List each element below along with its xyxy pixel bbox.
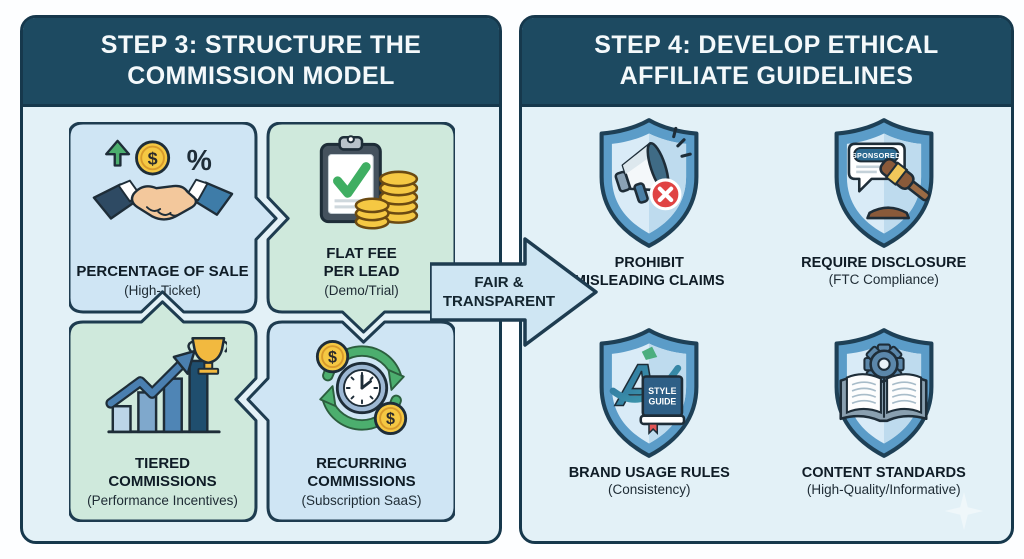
step3-panel: STEP 3: STRUCTURE THE COMMISSION MODEL $…: [20, 15, 502, 544]
handshake-growth-commission-icon: $ %: [92, 140, 233, 222]
svg-text:$: $: [147, 149, 157, 169]
shield-label: BRAND USAGE RULES: [568, 465, 730, 481]
step3-header: STEP 3: STRUCTURE THE COMMISSION MODEL: [23, 18, 499, 107]
shield-label: PROHIBIT MISLEADING CLAIMS: [573, 255, 725, 290]
tiered-bars-trophy-icon: [104, 337, 227, 434]
step4-title: STEP 4: DEVELOP ETHICAL AFFILIATE GUIDEL…: [594, 30, 939, 91]
piece-label: RECURRING COMMISSIONS: [307, 454, 416, 490]
svg-text:SPONSORED: SPONSORED: [852, 151, 901, 160]
right-arrow-shape: [430, 237, 598, 347]
piece-label: TIERED COMMISSIONS: [108, 454, 217, 490]
shield-label: CONTENT STANDARDS: [801, 465, 966, 481]
sparkle-icon: [945, 492, 983, 530]
fair-transparent-arrow: FAIR & TRANSPARENT: [430, 236, 600, 348]
shield-brand-style-guide-icon: A STYLE GUIDE: [599, 328, 699, 458]
svg-text:%: %: [186, 146, 211, 178]
shield-sponsored-gavel-icon: SPONSORED: [834, 118, 934, 248]
shield-label: REQUIRE DISCLOSURE: [801, 255, 967, 271]
svg-text:$: $: [328, 349, 337, 367]
svg-text:GUIDE: GUIDE: [649, 396, 677, 406]
svg-text:$: $: [386, 410, 395, 428]
shield-megaphone-prohibit-icon: [599, 118, 699, 248]
step3-title: STEP 3: STRUCTURE THE COMMISSION MODEL: [100, 30, 422, 91]
shield-sublabel: (FTC Compliance): [828, 272, 939, 288]
svg-text:STYLE: STYLE: [649, 386, 677, 396]
piece-tiered-commissions: TIERED COMMISSIONS (Performance Incentiv…: [69, 322, 256, 522]
guideline-brand-usage-rules: A STYLE GUIDE BRAND USAGE RULES (Consist…: [569, 325, 730, 535]
clipboard-check-coins-icon: [319, 135, 418, 230]
step4-panel: STEP 4: DEVELOP ETHICAL AFFILIATE GUIDEL…: [519, 15, 1014, 544]
piece-percentage-of-sale: $ % PERCENTAGE OF SALE (High-Ticket): [69, 122, 256, 312]
step4-header: STEP 4: DEVELOP ETHICAL AFFILIATE GUIDEL…: [522, 18, 1011, 107]
piece-flat-fee-per-lead: FLAT FEE PER LEAD (Demo/Trial): [268, 122, 455, 312]
piece-sublabel: (Subscription SaaS): [301, 493, 422, 509]
guideline-prohibit-misleading-claims: PROHIBIT MISLEADING CLAIMS: [569, 115, 729, 325]
shield-sublabel: (High-Quality/Informative): [806, 482, 961, 498]
piece-recurring-commissions: $ $ RECURRING COMMISSIONS (Subscription …: [268, 322, 455, 522]
shield-sublabel: (Consistency): [607, 482, 691, 498]
piece-sublabel: (Performance Incentives): [87, 493, 238, 509]
guideline-require-disclosure: SPONSORED REQUIRE DISCLOSURE (FTC Compli…: [801, 115, 966, 325]
piece-label: PERCENTAGE OF SALE: [76, 262, 249, 280]
shield-book-gear-icon: [834, 328, 934, 458]
recurring-clock-coins-icon: $ $: [315, 340, 407, 436]
piece-label: FLAT FEE PER LEAD: [323, 244, 400, 280]
piece-sublabel: (Demo/Trial): [324, 283, 399, 299]
arrow-label: FAIR & TRANSPARENT: [442, 273, 556, 311]
guideline-content-standards: CONTENT STANDARDS (High-Quality/Informat…: [802, 325, 966, 535]
piece-sublabel: (High-Ticket): [124, 283, 201, 299]
